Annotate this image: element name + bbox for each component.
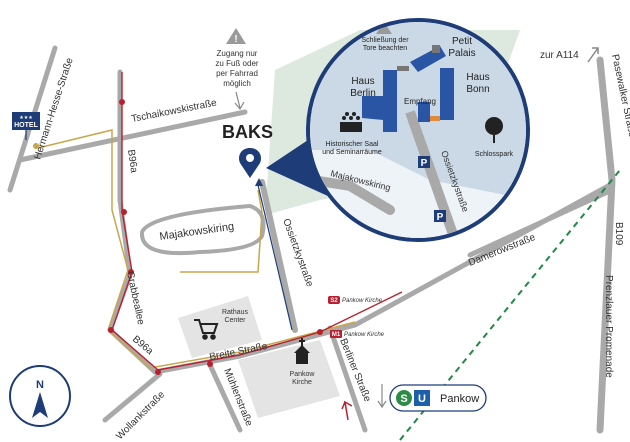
haus-berlin-line-2: Berlin: [350, 88, 376, 99]
label-wollank: Wollankstraße: [114, 389, 167, 442]
rathaus-line-2: Center: [224, 317, 246, 324]
road-ossietzky: [259, 179, 298, 333]
north-arrow-icon: [32, 392, 48, 418]
rail-line: [111, 72, 403, 371]
m1-stop-label: Pankow Kirche: [344, 332, 385, 338]
park-tree-icon: [485, 117, 503, 143]
exit-arrow-icon: [341, 400, 353, 421]
label-b109: B109: [613, 222, 624, 246]
label-pasewalker: Pasewalker Straße: [609, 53, 630, 138]
kirche-line-1: Pankow: [290, 371, 316, 378]
m1-badge: M1: [332, 332, 341, 338]
road-damerow: [467, 187, 615, 258]
parking-label-2: P: [437, 212, 444, 223]
haus-bonn-line-2: Bonn: [466, 84, 489, 95]
road-berliner: [327, 325, 368, 433]
parking-icon-1: P: [418, 156, 430, 169]
down-arrow-icon: [377, 384, 387, 409]
label-prenzlauer: Prenzlauer Promenade: [603, 275, 614, 378]
church-icon: [294, 338, 310, 364]
location-pin-icon: [239, 148, 261, 178]
rail-stops: [108, 99, 323, 375]
s-bahn-symbol: S: [400, 393, 407, 405]
schlosspark-label: Schlosspark: [475, 151, 514, 158]
access-note: Zugang nur zu Fuß oder per Fahrrad mögli…: [215, 49, 258, 88]
s2-badge: S2: [330, 298, 338, 304]
hall-line-1: Historischer Saal: [326, 141, 379, 148]
access-note-line-4: möglich: [223, 79, 251, 88]
note-arrow-icon: [234, 91, 245, 111]
s2-stop-label: Pankow Kirche: [342, 298, 383, 304]
hotel-label: HOTEL: [14, 122, 38, 129]
label-grabbeallee: Grabbeallee: [124, 270, 146, 326]
m1-stop: M1 Pankow Kirche: [330, 330, 385, 338]
kirche-line-2: Kirche: [292, 379, 312, 386]
access-note-line-2: zu Fuß oder: [215, 59, 258, 68]
seminar-hall-icon: [340, 112, 362, 132]
empfang-label: Empfang: [404, 97, 436, 106]
parking-label-1: P: [421, 158, 428, 169]
access-arrow: [255, 178, 263, 186]
station-pankow: S U Pankow: [389, 384, 487, 412]
haus-bonn-line-1: Haus: [466, 72, 489, 83]
pankow-kirche: Pankow Kirche: [238, 338, 340, 418]
hotel-stars: ★★★: [19, 115, 33, 121]
label-hermann-hesse: Hermann-Hesse-Straße: [32, 56, 75, 161]
s2-stop: S2 Pankow Kirche: [328, 296, 383, 304]
baks-title: BAKS: [222, 122, 273, 142]
gate-note-2: Tore beachten: [363, 45, 407, 52]
majakowskiring-loop: [139, 203, 266, 256]
walking-route: [37, 129, 356, 369]
road-muehlen: [207, 362, 243, 433]
label-b96a-north: B96a: [125, 149, 139, 174]
rathaus-line-1: Rathaus: [222, 309, 249, 316]
hotel-marker: ★★★ HOTEL: [12, 112, 40, 149]
station-label: Pankow: [440, 393, 479, 405]
gate-note-1: Schließung der: [361, 37, 409, 44]
parking-icon-2: P: [434, 210, 446, 223]
road-tschaikowski: [17, 109, 248, 163]
road-wollank: [102, 371, 163, 423]
shopping-cart-icon: [194, 319, 219, 340]
petit-palais-line-1: Petit: [452, 36, 472, 47]
u-bahn-symbol: U: [418, 393, 426, 405]
haus-berlin-line-1: Haus: [351, 76, 374, 87]
hall-line-2: und Seminarräume: [322, 149, 382, 156]
access-path: [257, 184, 293, 331]
access-note-line-1: Zugang nur: [217, 49, 258, 58]
gate-warning-icon: [376, 22, 392, 34]
label-to-a114: zur A114: [540, 50, 579, 61]
svg-text:!: !: [234, 34, 237, 45]
petit-palais-line-2: Palais: [448, 48, 475, 59]
compass: N: [9, 365, 71, 427]
access-warning-icon: !: [226, 28, 246, 45]
rathaus-center: Rathaus Center: [178, 296, 262, 358]
inset-map: P P Schließung der Tore beachten Petit P…: [306, 18, 530, 242]
access-note-line-3: per Fahrrad: [216, 69, 258, 78]
route-to-baks: [180, 189, 263, 273]
compass-north-label: N: [36, 379, 44, 391]
arrow-to-a114-icon: [587, 47, 599, 63]
